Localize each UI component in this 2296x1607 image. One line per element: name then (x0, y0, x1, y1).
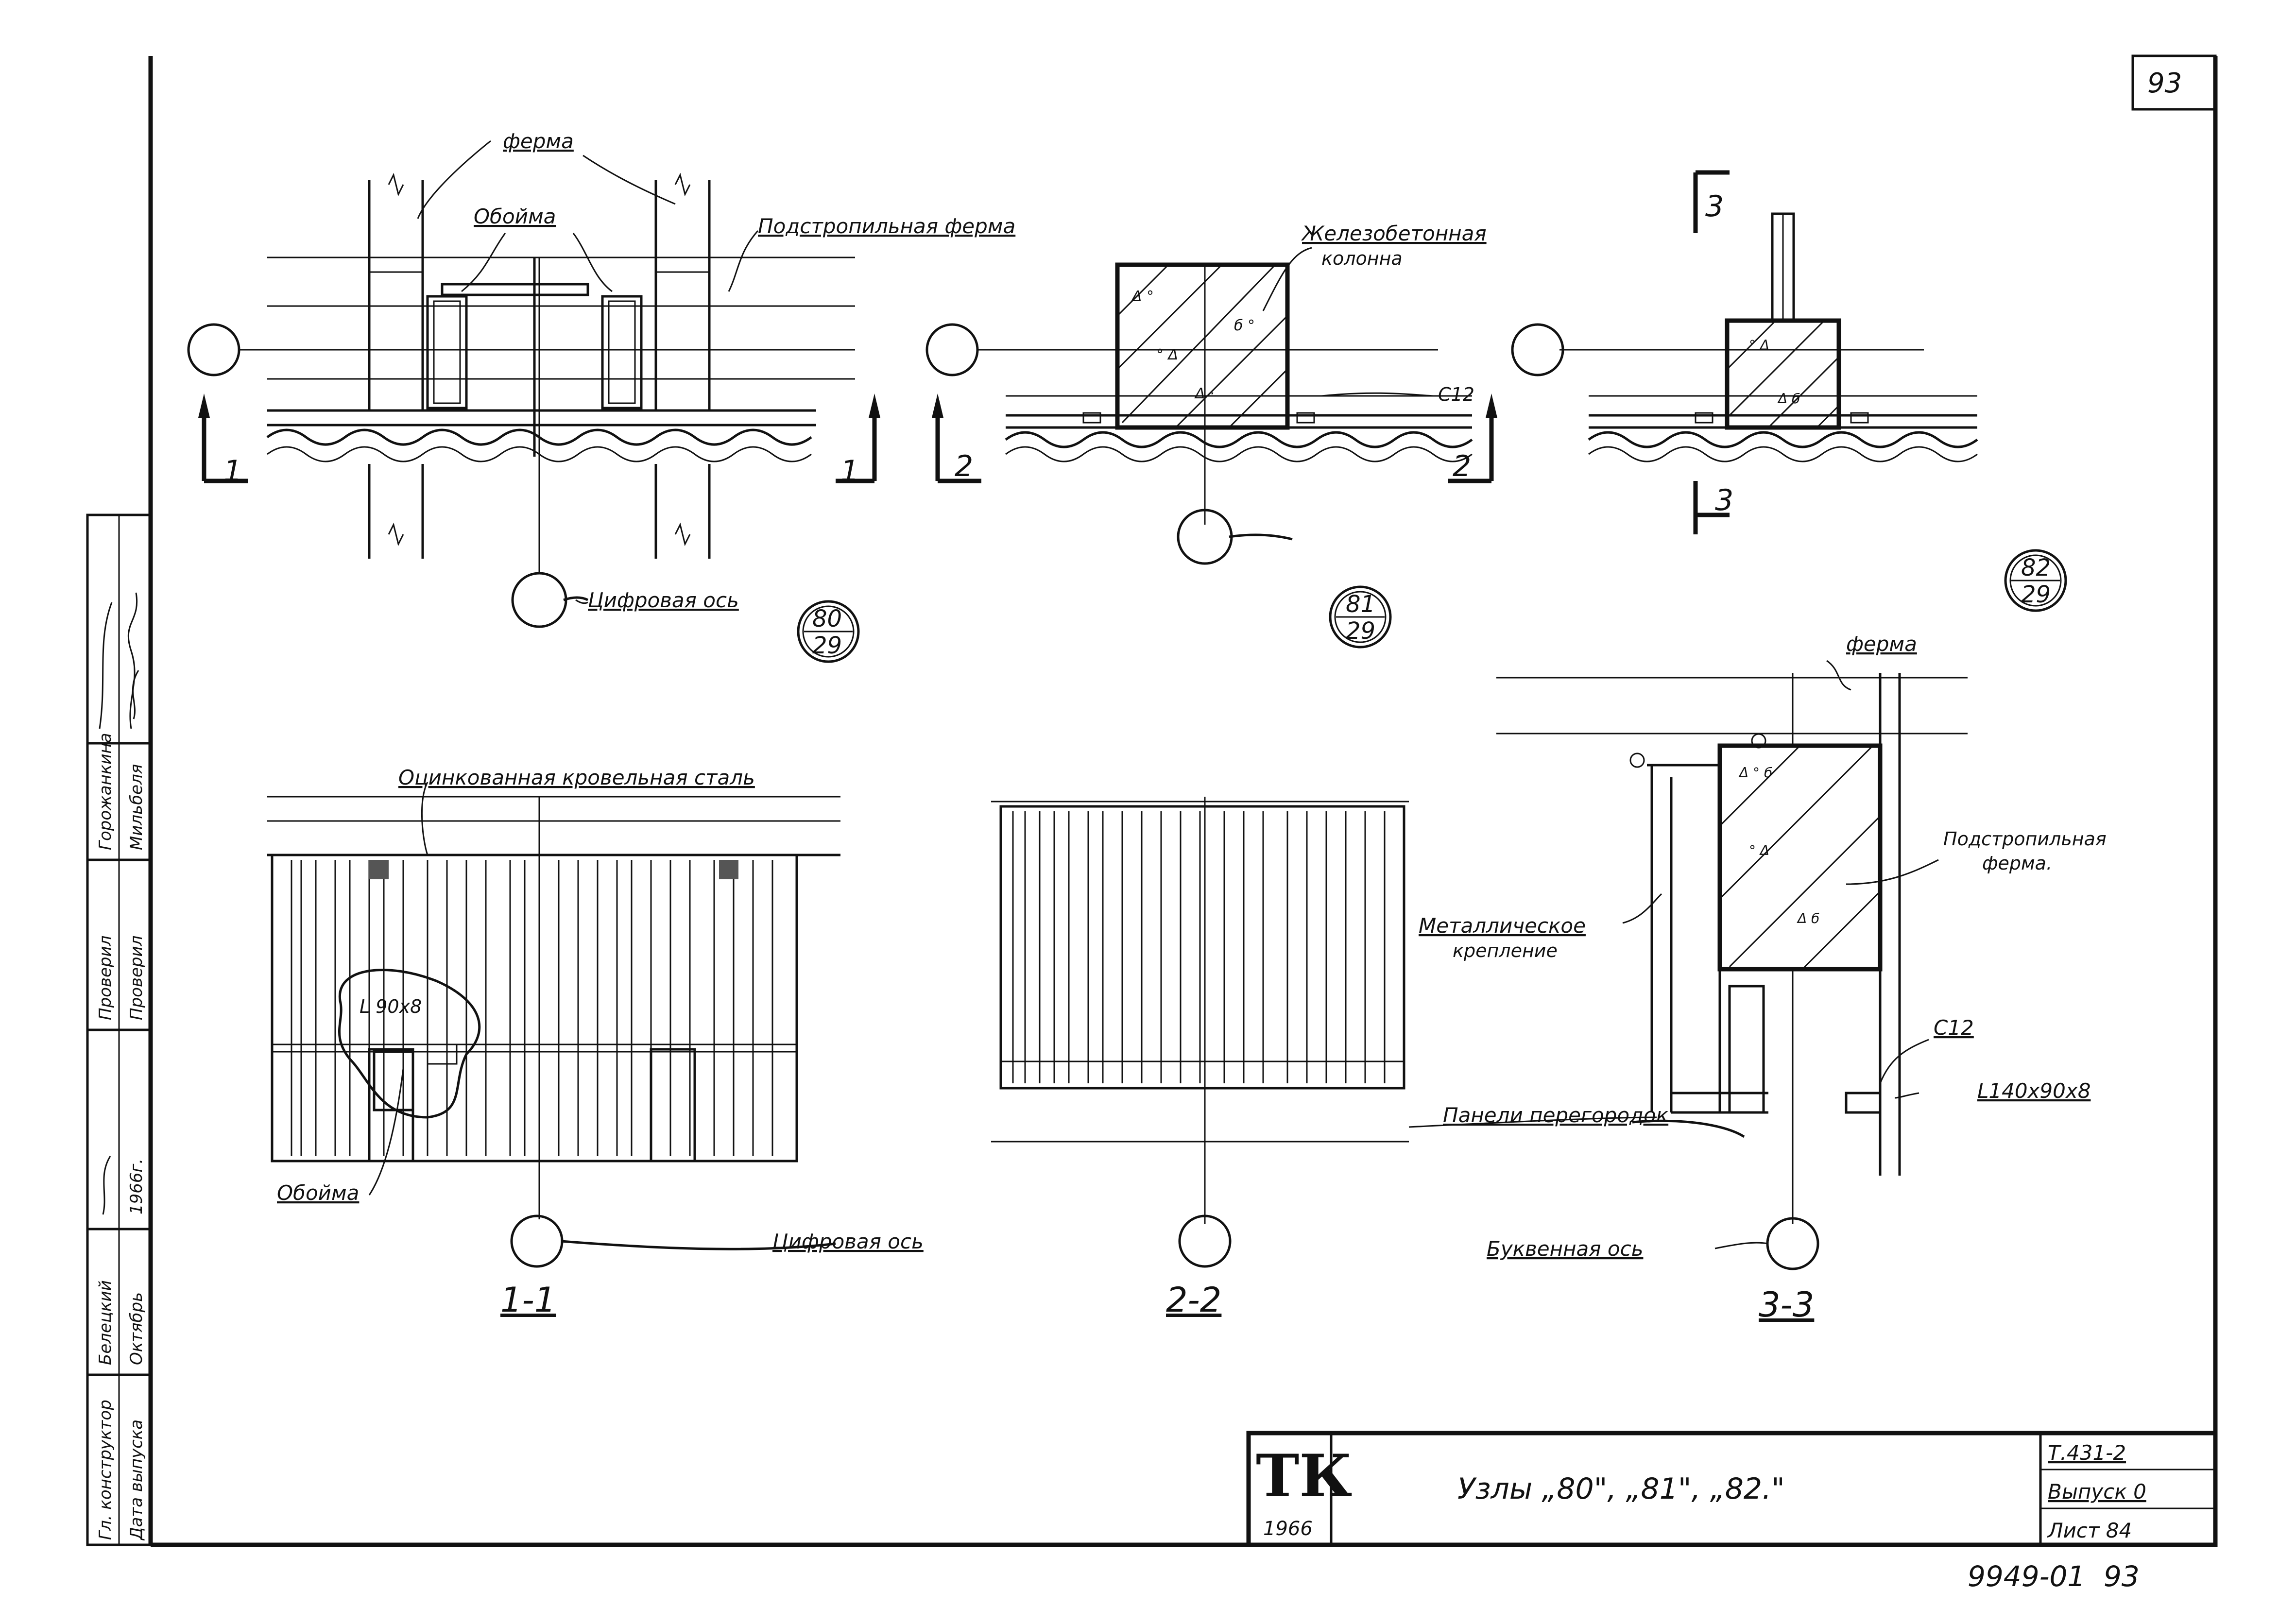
stamp-role-3: Проверил (96, 936, 115, 1020)
drawing-title: Узлы „80", „81", „82." (1457, 1472, 1785, 1506)
label-oboima: Обойма (474, 205, 556, 228)
label-ferma: ферма (503, 129, 574, 153)
label-podstrop-3a: Подстропильная (1943, 828, 2107, 850)
label-oboima-2: Обойма (277, 1181, 359, 1205)
label-c12: С12 (1438, 384, 1474, 405)
node-82-num: 82 (2021, 554, 2051, 581)
section-mark-1-left: 1 (223, 454, 242, 488)
svg-text:Δ ° б: Δ ° б (1738, 765, 1772, 781)
stamp-role-2: Дата выпуска (127, 1419, 146, 1541)
label-podstrop-3b: ферма. (1982, 853, 2052, 874)
label-cifrovaya-os: Цифровая ось (588, 588, 739, 612)
svg-text:° Δ: ° Δ (1749, 337, 1769, 353)
svg-text:Δ б: Δ б (1797, 910, 1819, 926)
drawing-issue: Выпуск 0 (2048, 1480, 2146, 1504)
section-mark-3-top: 3 (1705, 189, 1724, 223)
stamp-name-4: Мильбеля (127, 764, 146, 850)
svg-text:Δ б: Δ б (1777, 391, 1800, 407)
sheet-frame (148, 54, 2218, 1547)
label-c12-b: С12 (1934, 1016, 1974, 1040)
section-title-2-2: 2-2 (1166, 1280, 1221, 1320)
bottom-page: 93 (2104, 1560, 2140, 1593)
title-block (1246, 1431, 2218, 1547)
stamp-role-1: Гл. конструктор (96, 1400, 115, 1540)
stamp-name-3: Горожанкина (96, 733, 115, 850)
section-3-3-drawing: Δ ° б ° Δ Δ б (1408, 660, 1968, 1270)
label-zhb-2: колонна (1321, 248, 1403, 269)
logo-mark: ТК (1256, 1442, 1352, 1510)
svg-text:Δ °: Δ ° (1131, 288, 1154, 305)
label-ugol-140: L140х90х8 (1977, 1079, 2090, 1103)
label-bukv-os: Буквенная ось (1487, 1237, 1643, 1261)
node-80-den: 29 (812, 632, 842, 659)
section-mark-2-right: 2 (1453, 449, 1471, 483)
stamp-name-2: Октябрь (127, 1292, 146, 1365)
label-ocink-stal: Оцинкованная кровельная сталь (398, 766, 755, 789)
svg-text:° Δ: ° Δ (1749, 842, 1769, 858)
section-title-3-3: 3-3 (1759, 1285, 1814, 1325)
drawing-code: Т.431-2 (2048, 1441, 2126, 1465)
label-metal-1: Металлическое (1419, 914, 1586, 938)
stamp-role-4: Проверил (127, 936, 146, 1020)
node-80-marker (797, 600, 860, 663)
node-81-marker (1329, 585, 1392, 649)
svg-text:б °: б ° (1234, 317, 1255, 334)
section-1-1-drawing (267, 782, 840, 1268)
stamp-name-1: Белецкий (96, 1280, 115, 1365)
stamp-date-2: 1966г. (127, 1159, 146, 1214)
page-number: 93 (2147, 68, 2182, 99)
svg-text:° Δ: ° Δ (1156, 346, 1178, 363)
node-82-den: 29 (2021, 581, 2051, 608)
label-zhb-1: Железобетонная (1301, 222, 1487, 245)
section-mark-1-right: 1 (840, 454, 859, 488)
label-ferma-3: ферма (1846, 632, 1917, 656)
node-80-drawing (187, 140, 880, 628)
drawing-sheet-no: Лист 84 (2047, 1519, 2132, 1542)
section-mark-3-bottom: 3 (1715, 483, 1733, 517)
node-81-den: 29 (1346, 617, 1375, 645)
bottom-note: 9949-01 (1968, 1560, 2085, 1593)
section-mark-2-left: 2 (955, 449, 973, 483)
logo-year: 1966 (1263, 1518, 1313, 1540)
label-cifrovaya-os-2: Цифровая ось (772, 1230, 924, 1253)
label-ugol-90: L 90х8 (360, 996, 422, 1017)
section-title-1-1: 1-1 (500, 1280, 556, 1320)
signature-marks (99, 592, 139, 1215)
node-82-marker (2004, 549, 2067, 612)
label-paneli: Панели перегородок (1443, 1103, 1669, 1127)
section-2-2-drawing (991, 797, 1409, 1268)
node-81-num: 81 (1346, 591, 1375, 618)
node-82-drawing: ° Δ Δ б (1511, 170, 1978, 534)
label-podstrop-ferma: Подстропильная ферма (758, 214, 1015, 238)
stamp-table (86, 513, 152, 1546)
node-80-num: 80 (812, 605, 842, 633)
label-metal-2: крепление (1453, 940, 1558, 961)
node-81-drawing: Δ ° ° Δ б ° Δ · (925, 247, 1497, 565)
